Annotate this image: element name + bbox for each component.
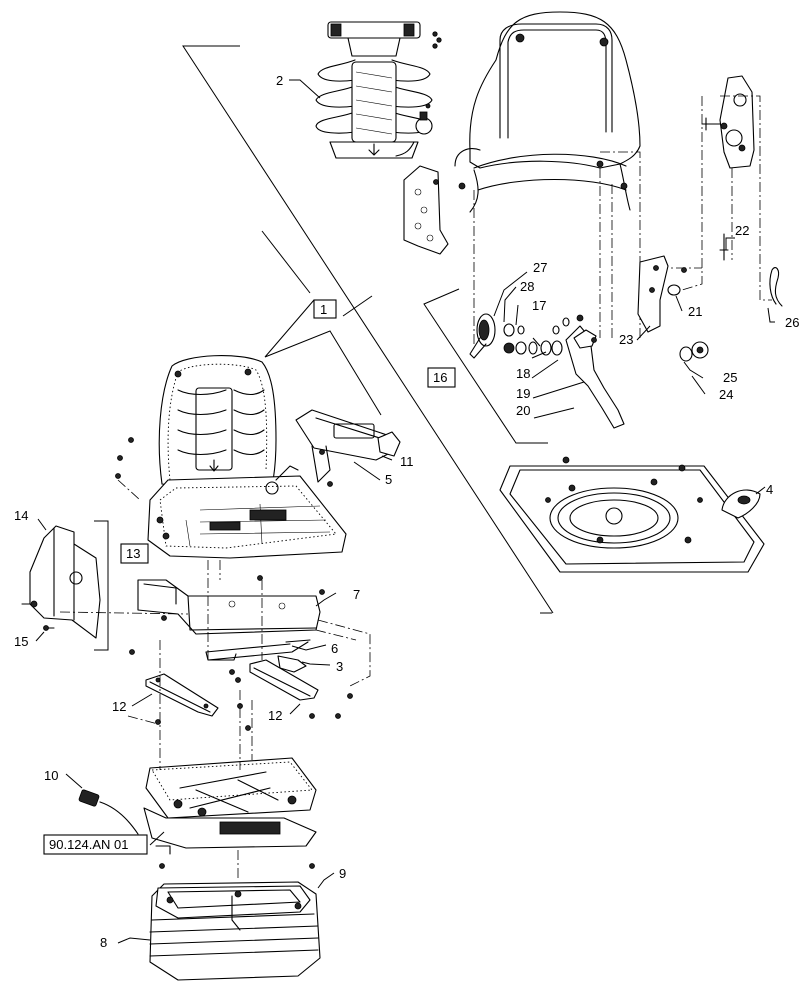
callout-16: 16 xyxy=(433,370,447,385)
washers-stack xyxy=(503,317,570,356)
boxed-callout-1: 1 xyxy=(313,299,337,319)
fasteners xyxy=(115,437,353,869)
boxed-callout-16: 16 xyxy=(427,367,456,388)
callout-2: 2 xyxy=(276,73,283,88)
right-slide-rail xyxy=(249,655,319,701)
callout-11: 11 xyxy=(400,454,414,469)
callout-17: 17 xyxy=(532,298,546,313)
group-bracket-lines xyxy=(94,45,554,651)
callout-24: 24 xyxy=(719,387,733,402)
callout-labels: 2 27 28 17 18 19 20 23 21 22 26 25 24 11… xyxy=(14,73,799,950)
backrest-shell xyxy=(454,11,641,213)
left-side-bracket xyxy=(21,525,101,639)
pivot-link xyxy=(637,255,687,333)
callout-28: 28 xyxy=(520,279,534,294)
callout-3: 3 xyxy=(336,659,343,674)
callout-13: 13 xyxy=(126,546,140,561)
bellows-base-cover xyxy=(149,881,321,981)
callout-10: 10 xyxy=(44,768,58,783)
callout-1: 1 xyxy=(320,302,327,317)
right-recliner-bracket xyxy=(701,75,755,169)
callout-14: 14 xyxy=(14,508,28,523)
boxed-callout-13: 13 xyxy=(120,543,149,564)
callout-27: 27 xyxy=(533,260,547,275)
screws-top xyxy=(425,31,442,109)
callout-22: 22 xyxy=(735,223,749,238)
callout-25: 25 xyxy=(723,370,737,385)
suspension-mechanism xyxy=(143,757,317,855)
callout-23: 23 xyxy=(619,332,633,347)
leader-lines xyxy=(35,79,775,944)
left-recliner-plate xyxy=(403,165,449,255)
callout-18: 18 xyxy=(516,366,530,381)
slide-bar xyxy=(205,639,311,661)
release-knob xyxy=(679,341,709,362)
alignment-lines-lower xyxy=(59,479,371,880)
callout-7: 7 xyxy=(353,587,360,602)
callout-5: 5 xyxy=(385,472,392,487)
reference-box: 90.124.AN 01 xyxy=(43,834,148,855)
callout-15: 15 xyxy=(14,634,28,649)
callout-26: 26 xyxy=(785,315,799,330)
callout-20: 20 xyxy=(516,403,530,418)
callout-6: 6 xyxy=(331,641,338,656)
recliner-knob xyxy=(469,313,496,359)
callout-8: 8 xyxy=(100,935,107,950)
left-slide-rail xyxy=(145,673,219,717)
seat-mounting-plate xyxy=(137,579,321,635)
connector-cable xyxy=(78,789,139,835)
swivel-plate xyxy=(499,456,765,573)
reference-label: 90.124.AN 01 xyxy=(49,837,129,852)
callout-12-left: 12 xyxy=(112,699,126,714)
callout-12-right: 12 xyxy=(268,708,282,723)
seat-assembly xyxy=(147,355,347,559)
callout-19: 19 xyxy=(516,386,530,401)
swivel-lever-knob xyxy=(721,489,761,519)
recliner-lever xyxy=(565,314,625,429)
alignment-lines-upper xyxy=(473,95,772,355)
callout-9: 9 xyxy=(339,866,346,881)
callout-4: 4 xyxy=(766,482,773,497)
back-spring-assembly xyxy=(315,21,442,159)
spring-pin xyxy=(719,233,783,307)
callout-21: 21 xyxy=(688,304,702,319)
armrest xyxy=(295,409,401,487)
